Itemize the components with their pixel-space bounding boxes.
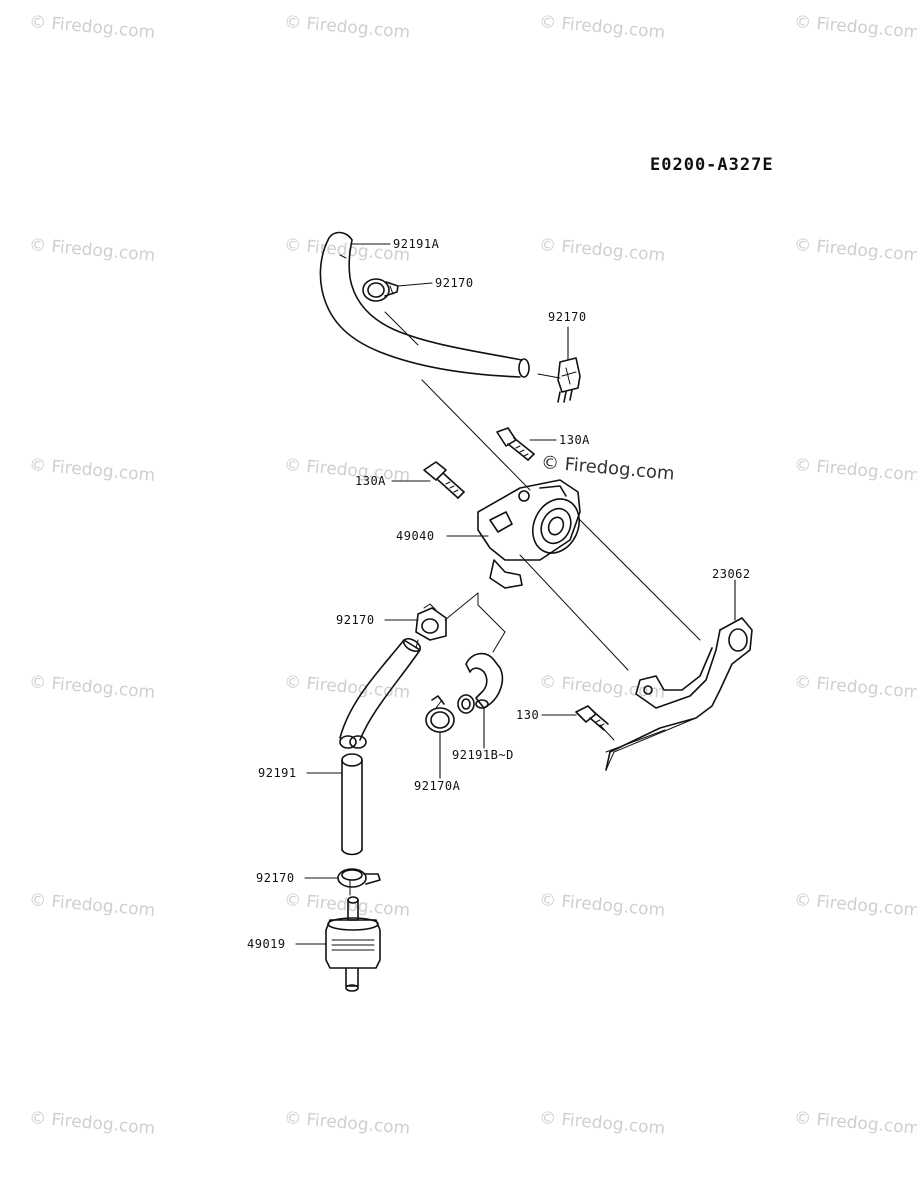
callout-92191a[interactable]: 92191A <box>393 237 440 251</box>
lower-curved-hose <box>339 637 421 749</box>
pump-bracket <box>605 617 753 771</box>
lower-straight-hose <box>341 753 363 856</box>
hose-clamp-a <box>425 695 455 733</box>
callout-92170-mid[interactable]: 92170 <box>336 613 375 627</box>
fuel-filter <box>325 896 381 992</box>
callout-49040[interactable]: 49040 <box>396 529 435 543</box>
callout-92191b-d[interactable]: 92191B~D <box>452 748 514 762</box>
callout-92170-upper[interactable]: 92170 <box>435 276 474 290</box>
callout-92170a[interactable]: 92170A <box>414 779 461 793</box>
bolt-130a-right <box>496 427 535 461</box>
upper-hose-clamp <box>362 278 399 302</box>
upper-fuel-hose <box>319 231 530 378</box>
diagram-reference-code: E0200-A327E <box>650 155 774 175</box>
callout-92170-hose-end[interactable]: 92170 <box>548 310 587 324</box>
callout-leaders <box>295 243 736 945</box>
callout-23062[interactable]: 23062 <box>712 567 751 581</box>
bolt-130a-left <box>423 461 465 499</box>
assembly-guide-lines <box>349 311 701 896</box>
callout-130a-left[interactable]: 130A <box>355 474 386 488</box>
lower-hose-clamp <box>337 868 381 888</box>
fuel-pump <box>477 479 581 589</box>
callout-130a-right[interactable]: 130A <box>559 433 590 447</box>
callout-92170-lower[interactable]: 92170 <box>256 871 295 885</box>
callout-49019[interactable]: 49019 <box>247 937 286 951</box>
callout-130[interactable]: 130 <box>516 708 540 722</box>
callout-92191[interactable]: 92191 <box>258 766 297 780</box>
mid-hose-clamp <box>415 603 447 641</box>
bolt-130 <box>575 705 609 731</box>
hose-end-clamp <box>557 357 581 403</box>
small-bent-hose <box>457 652 504 714</box>
